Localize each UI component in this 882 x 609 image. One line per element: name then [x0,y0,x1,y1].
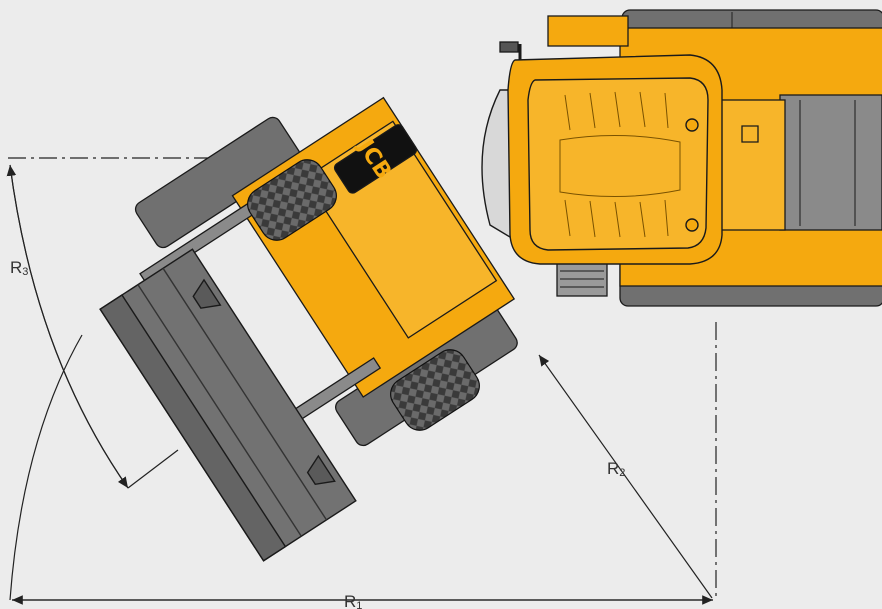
dimension-lines [6,157,717,605]
front-left-tyre [247,159,337,241]
r2-label: R2 [607,459,625,479]
left-track [134,116,301,249]
cab [481,54,723,265]
jcb-logo [333,124,418,194]
r3-arc [9,164,129,489]
tyres [247,159,480,431]
front-right-tyre [390,349,480,431]
top-arm [547,15,629,47]
dimension-labels: R1 R2 R3 [10,258,625,609]
fuel-cap-icon [741,125,759,143]
bucket [99,248,357,562]
r1-arc [9,334,83,601]
cab-roof [527,77,709,251]
rear-grille [779,94,882,231]
r2-dimension-line [538,354,713,599]
r1-label: R1 [344,592,362,609]
r3-label: R3 [10,258,28,278]
rear-body [499,9,882,307]
